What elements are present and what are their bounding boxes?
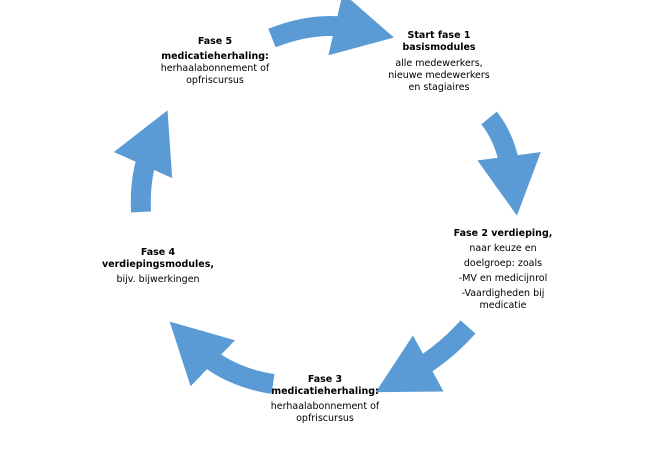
node-desc: bijv. bijwerkingen xyxy=(116,274,200,285)
node-title: Fase 2 verdieping, xyxy=(453,228,553,239)
node-desc: nieuwe medewerkers xyxy=(388,70,490,81)
node-desc: herhaalabonnement of xyxy=(160,63,270,74)
node-title: verdiepingsmodules, xyxy=(101,259,215,270)
arrow-fase2-to-fase3 xyxy=(375,320,476,393)
node-desc: alle medewerkers, xyxy=(395,58,483,69)
node-desc: herhaalabonnement of xyxy=(270,401,380,412)
node-title: basismodules xyxy=(402,42,476,53)
arrow-group xyxy=(113,0,541,394)
node-title: Start fase 1 xyxy=(407,30,471,41)
list-item: -MV en medicijnrol xyxy=(458,273,548,284)
node-fase2: Fase 2 verdieping, naar keuze en doelgro… xyxy=(438,228,568,312)
node-title: Fase 4 xyxy=(140,247,176,258)
node-fase4: Fase 4 verdiepingsmodules, bijv. bijwerk… xyxy=(88,247,228,286)
arrow-fase4-to-fase5 xyxy=(113,110,173,213)
node-title: Fase 5 xyxy=(197,36,233,47)
list-item-text: Vaardigheden bij medicatie xyxy=(464,288,545,311)
list-item: -Vaardigheden bij medicatie xyxy=(461,288,545,311)
node-fase1: Start fase 1 basismodules alle medewerke… xyxy=(374,30,504,94)
list-item-text: MV en medicijnrol xyxy=(462,273,548,284)
node-title: Fase 3 xyxy=(307,374,343,385)
arrow-fase3-to-fase4 xyxy=(169,321,275,394)
node-title: medicatieherhaling: xyxy=(161,51,269,62)
node-desc: en stagiaires xyxy=(408,82,470,93)
node-desc: opfriscursus xyxy=(296,413,354,424)
node-fase5: Fase 5 medicatieherhaling: herhaalabonne… xyxy=(145,36,285,87)
arrow-fase5-to-fase1 xyxy=(268,0,395,56)
arrow-fase1-to-fase2 xyxy=(477,111,541,216)
node-desc: doelgroep: zoals xyxy=(463,258,543,269)
node-desc: naar keuze en xyxy=(469,243,537,254)
node-desc: opfriscursus xyxy=(186,75,244,86)
node-fase3: Fase 3 medicatieherhaling: herhaalabonne… xyxy=(255,374,395,425)
node-title: medicatieherhaling: xyxy=(271,386,379,397)
